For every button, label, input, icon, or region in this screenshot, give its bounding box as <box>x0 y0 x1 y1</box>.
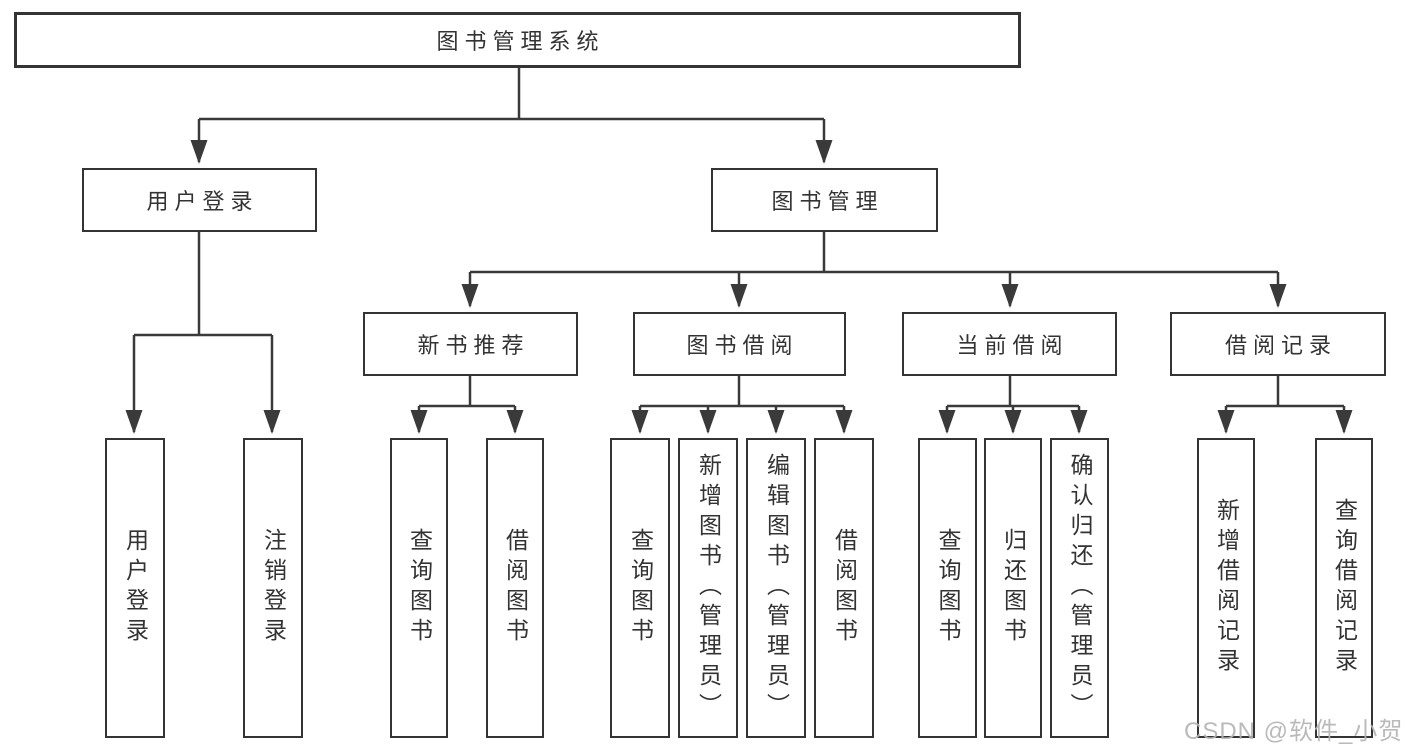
node-user-login-label: 用户登录 <box>146 189 259 214</box>
connector-borrow-records-branch <box>1217 376 1353 434</box>
leaf-user-login: 用户登录 <box>105 438 165 738</box>
node-book-borrowing-label: 图书借阅 <box>686 333 799 358</box>
node-borrow-records-label: 借阅记录 <box>1224 333 1337 358</box>
node-new-book-recommend-label: 新书推荐 <box>417 333 530 358</box>
leaf-add-borrow-record: 新增借阅记录 <box>1197 438 1255 738</box>
leaf-label: 注销登录 <box>260 528 287 648</box>
node-current-borrowing: 当前借阅 <box>902 312 1117 376</box>
leaf-query-books-borrow: 查询图书 <box>610 438 670 738</box>
leaf-label: 查询图书 <box>406 528 433 648</box>
node-root-system: 图书管理系统 <box>14 12 1021 68</box>
leaf-query-borrow-record: 查询借阅记录 <box>1315 438 1373 738</box>
node-borrow-records: 借阅记录 <box>1170 312 1386 376</box>
connector-current-borrowing-branch <box>938 376 1088 434</box>
leaf-label: 借阅图书 <box>831 528 858 648</box>
connector-book-management-branch <box>461 232 1287 308</box>
node-new-book-recommend: 新书推荐 <box>363 312 578 376</box>
leaf-query-books-recommend: 查询图书 <box>390 438 448 738</box>
node-book-management-label: 图书管理 <box>771 189 884 214</box>
connector-new-book-recommend-branch <box>410 376 524 434</box>
leaf-borrow-books: 借阅图书 <box>814 438 874 738</box>
leaf-label: 新增图书（管理员） <box>695 453 722 723</box>
leaf-label: 查询借阅记录 <box>1331 498 1358 678</box>
leaf-logout: 注销登录 <box>243 438 303 738</box>
node-book-management: 图书管理 <box>711 168 938 232</box>
node-book-borrowing: 图书借阅 <box>633 312 846 376</box>
leaf-label: 归还图书 <box>1000 528 1027 648</box>
connector-book-borrowing-branch <box>631 376 853 434</box>
leaf-label: 编辑图书（管理员） <box>763 453 790 723</box>
node-current-borrowing-label: 当前借阅 <box>956 333 1069 358</box>
leaf-add-books-admin: 新增图书（管理员） <box>678 438 738 738</box>
leaf-label: 借阅图书 <box>502 528 529 648</box>
leaf-label: 新增借阅记录 <box>1213 498 1240 678</box>
connector-user-login-branch <box>125 232 281 434</box>
node-root-label: 图书管理系统 <box>436 29 605 54</box>
node-user-login: 用户登录 <box>82 168 317 232</box>
leaf-label: 用户登录 <box>122 528 149 648</box>
leaf-edit-books-admin: 编辑图书（管理员） <box>746 438 806 738</box>
leaf-return-books: 归还图书 <box>984 438 1042 738</box>
leaf-label: 查询图书 <box>935 528 961 648</box>
leaf-label: 确认归还（管理员） <box>1067 453 1093 723</box>
connector-root-to-level2 <box>190 68 833 164</box>
leaf-query-books-current: 查询图书 <box>918 438 977 738</box>
leaf-label: 查询图书 <box>627 528 654 648</box>
leaf-confirm-return-admin: 确认归还（管理员） <box>1050 438 1109 738</box>
leaf-borrow-books-recommend: 借阅图书 <box>486 438 544 738</box>
